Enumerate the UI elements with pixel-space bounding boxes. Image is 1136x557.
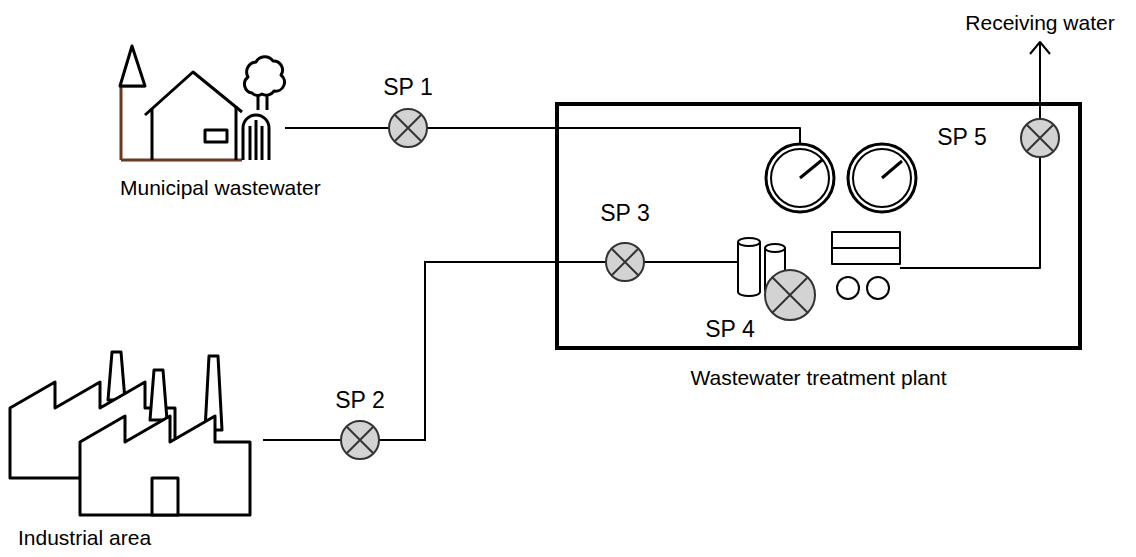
sampling-label: SP 3 [598, 200, 651, 226]
plant-equipment [555, 42, 1050, 299]
sampling-point [772, 277, 808, 313]
gauge [771, 149, 829, 207]
gauge-needle [800, 160, 822, 178]
sampling-label: SP 4 [703, 316, 756, 342]
node-label: Municipal wastewater [120, 176, 321, 200]
sampling-point [341, 421, 379, 459]
tank [765, 244, 785, 252]
ground-line [121, 159, 242, 162]
pump [867, 277, 889, 299]
basin [832, 232, 900, 264]
sampling-point [341, 109, 1059, 459]
sampling-point [1021, 119, 1059, 157]
effluent-arrowhead [1030, 42, 1050, 54]
factory-door [152, 478, 178, 515]
gauge [853, 149, 911, 207]
tree-crown [244, 57, 284, 96]
church-wall [121, 86, 145, 160]
sampling-point [389, 109, 427, 147]
house-wall [152, 106, 236, 160]
node-label: Industrial area [18, 526, 151, 550]
gauge [766, 144, 834, 212]
factory-icon [10, 352, 250, 515]
chimney [108, 352, 125, 400]
pipe-connector [263, 262, 555, 440]
fence [243, 115, 269, 160]
sampling-label: SP 1 [381, 74, 434, 100]
sampling-point [1027, 125, 1053, 151]
plant-box: Wastewater treatment plant [555, 102, 1082, 350]
effluent-line [900, 42, 1040, 268]
house-window [205, 130, 227, 142]
source-icon: Industrial area [8, 348, 263, 518]
pump [837, 277, 859, 299]
outlet-label: Receiving water [963, 10, 1116, 36]
basin [832, 247, 900, 249]
chimney [150, 370, 167, 420]
tank [738, 238, 760, 246]
fence-bar [250, 120, 262, 160]
sampling-point [395, 115, 421, 141]
source-icon: Municipal wastewater [118, 42, 285, 162]
sampling-label: SP 5 [935, 124, 988, 150]
sampling-point [606, 243, 644, 281]
tank [738, 242, 760, 296]
node-label: Wastewater treatment plant [691, 366, 947, 390]
sampling-point [612, 249, 638, 275]
gauge-needle [882, 161, 902, 178]
inflow-line [555, 128, 800, 143]
sampling-label: SP 2 [333, 387, 386, 413]
gauge [848, 144, 916, 212]
municipal-icon [120, 46, 285, 160]
factory-front [80, 416, 250, 515]
sampling-point [347, 427, 373, 453]
steeple [120, 46, 145, 86]
house-roof [145, 72, 242, 115]
inflow-line [555, 261, 738, 263]
sampling-point [765, 270, 815, 320]
